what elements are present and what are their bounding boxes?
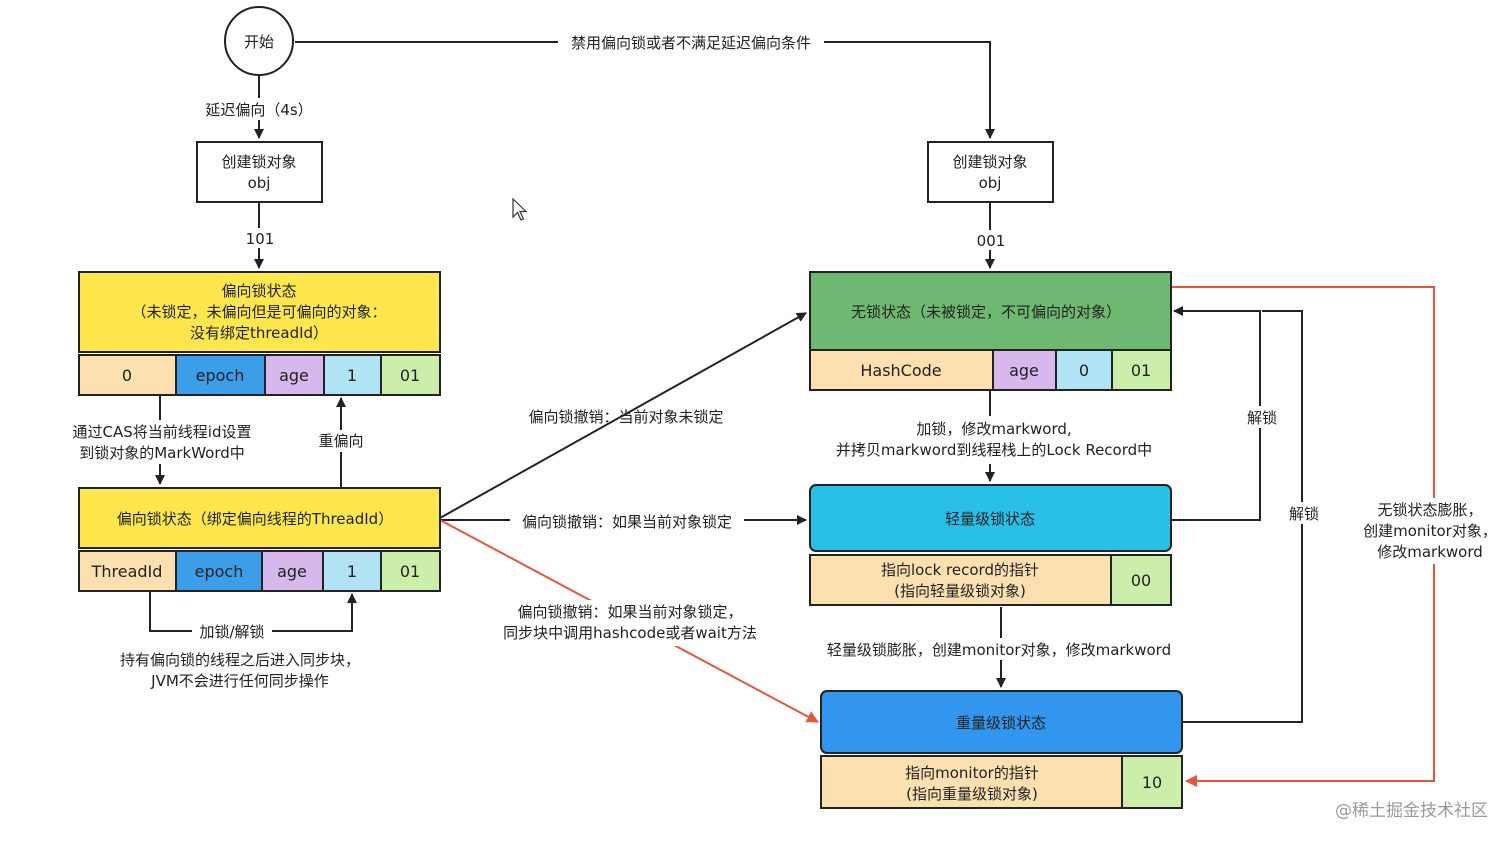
label-lock-copy-line1: 加锁，修改markword, bbox=[916, 420, 1071, 438]
biased-cell-2: age bbox=[277, 562, 307, 581]
light-bits: 00 bbox=[1131, 571, 1151, 590]
nolock-state: 无锁状态（未被锁定，不可偏向的对象） HashCode age 0 01 bbox=[809, 271, 1172, 391]
biased-cell-4: 01 bbox=[400, 562, 420, 581]
edge-start-to-create-right bbox=[295, 41, 995, 139]
biased-cell-3: 1 bbox=[347, 562, 357, 581]
label-nolock-inflate-line2: 创建monitor对象， bbox=[1363, 522, 1497, 540]
create-right-line2: obj bbox=[979, 174, 1002, 192]
biased-markword: ThreadId epoch age 1 01 bbox=[78, 550, 441, 592]
label-revoke-hash-line2: 同步块中调用hashcode或者wait方法 bbox=[503, 624, 757, 642]
label-delay-bias: 延迟偏向（4s） bbox=[205, 101, 312, 119]
label-bits-001: 001 bbox=[977, 232, 1006, 250]
heavy-ptr-line2: (指向重量级锁对象) bbox=[906, 785, 1038, 803]
label-disable-bias: 禁用偏向锁或者不满足延迟偏向条件 bbox=[571, 34, 811, 52]
label-revoke-hash-line1: 偏向锁撤销：如果当前对象锁定， bbox=[517, 603, 742, 621]
biased-title: 偏向锁状态（绑定偏向线程的ThreadId） bbox=[117, 510, 393, 528]
label-cas-line2: 到锁对象的MarkWord中 bbox=[79, 444, 245, 462]
biasable-cell-2: age bbox=[279, 366, 309, 385]
heavyweight-state: 重量级锁状态 指向monitor的指针 (指向重量级锁对象) 10 bbox=[820, 690, 1183, 809]
label-revoke-unlocked: 偏向锁撤销：当前对象未锁定 bbox=[528, 408, 723, 426]
create-object-left: 创建锁对象 obj bbox=[196, 141, 323, 203]
label-light-inflate: 轻量级锁膨胀，创建monitor对象，修改markword bbox=[827, 641, 1171, 659]
biasable-cell-0: 0 bbox=[122, 366, 132, 385]
label-unlock-2: 解锁 bbox=[1289, 505, 1319, 523]
light-title: 轻量级锁状态 bbox=[945, 510, 1035, 528]
light-ptr-line1: 指向lock record的指针 bbox=[881, 561, 1039, 579]
label-lock-unlock: 加锁/解锁 bbox=[199, 623, 264, 641]
nolock-cell-1: age bbox=[1009, 361, 1039, 380]
nolock-cell-3: 01 bbox=[1131, 361, 1151, 380]
biased-cell-1: epoch bbox=[195, 562, 244, 581]
label-rebias: 重偏向 bbox=[318, 432, 363, 450]
biased-state: 偏向锁状态（绑定偏向线程的ThreadId） ThreadId epoch ag… bbox=[78, 487, 441, 592]
heavy-title: 重量级锁状态 bbox=[956, 714, 1046, 732]
create-object-right: 创建锁对象 obj bbox=[927, 141, 1054, 203]
watermark: @稀土掘金技术社区 bbox=[1335, 801, 1488, 821]
biasable-cell-3: 1 bbox=[347, 366, 357, 385]
heavy-bits: 10 bbox=[1142, 773, 1162, 792]
label-lock-copy-line2: 并拷贝markword到线程栈上的Lock Record中 bbox=[836, 441, 1152, 459]
biasable-state: 偏向锁状态 （未锁定，未偏向但是可偏向的对象： 没有绑定threadId） 0 … bbox=[78, 271, 441, 396]
label-hold-line2: JVM不会进行任何同步操作 bbox=[150, 672, 329, 690]
light-markword: 指向lock record的指针 (指向轻量级锁对象) 00 bbox=[809, 554, 1172, 606]
biasable-markword: 0 epoch age 1 01 bbox=[78, 354, 441, 396]
create-right-line1: 创建锁对象 bbox=[952, 153, 1027, 171]
heavy-ptr-line1: 指向monitor的指针 bbox=[905, 764, 1039, 782]
start-label: 开始 bbox=[244, 33, 274, 51]
biasable-line3: 没有绑定threadId） bbox=[190, 324, 328, 342]
mouse-cursor-icon bbox=[512, 197, 528, 221]
nolock-cell-2: 0 bbox=[1079, 361, 1089, 380]
label-bits-101: 101 bbox=[246, 230, 275, 248]
label-revoke-locked: 偏向锁撤销：如果当前对象锁定 bbox=[522, 513, 732, 531]
label-hold-line1: 持有偏向锁的线程之后进入同步块， bbox=[120, 651, 360, 669]
biasable-line1: 偏向锁状态 bbox=[221, 282, 296, 300]
heavy-markword: 指向monitor的指针 (指向重量级锁对象) 10 bbox=[820, 755, 1183, 809]
start-node: 开始 bbox=[224, 6, 294, 76]
light-ptr-line2: (指向轻量级锁对象) bbox=[894, 582, 1026, 600]
biased-cell-0: ThreadId bbox=[91, 562, 163, 581]
edge-biased-to-nolock bbox=[439, 312, 807, 519]
nolock-cell-0: HashCode bbox=[860, 361, 941, 380]
biasable-cell-4: 01 bbox=[400, 366, 420, 385]
biasable-line2: （未锁定，未偏向但是可偏向的对象： bbox=[131, 303, 386, 321]
biasable-cell-1: epoch bbox=[196, 366, 245, 385]
nolock-markword: HashCode age 0 01 bbox=[809, 349, 1172, 391]
label-cas-line1: 通过CAS将当前线程id设置 bbox=[73, 423, 252, 441]
label-unlock-1: 解锁 bbox=[1247, 409, 1277, 427]
edge-labels: 禁用偏向锁或者不满足延迟偏向条件 延迟偏向（4s） 101 001 通过CAS将… bbox=[62, 32, 1500, 690]
label-nolock-inflate-line3: 修改markword bbox=[1377, 543, 1483, 561]
label-nolock-inflate-line1: 无锁状态膨胀， bbox=[1377, 501, 1482, 519]
create-left-line1: 创建锁对象 bbox=[221, 153, 296, 171]
lightweight-state: 轻量级锁状态 指向lock record的指针 (指向轻量级锁对象) 00 bbox=[809, 484, 1172, 606]
nolock-title: 无锁状态（未被锁定，不可偏向的对象） bbox=[851, 303, 1121, 321]
create-left-line2: obj bbox=[248, 174, 271, 192]
